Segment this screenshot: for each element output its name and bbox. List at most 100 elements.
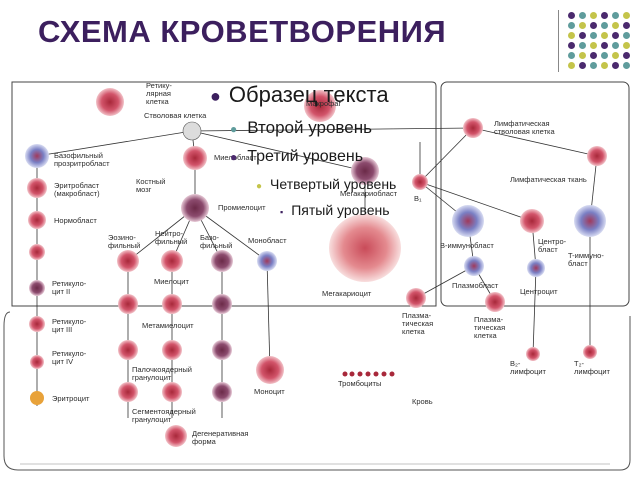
megakaryocyte-cell bbox=[329, 214, 401, 282]
label-reticulocyte3: Ретикуло-цит III bbox=[52, 317, 87, 334]
label-promyelocyte: Промиелоцит bbox=[218, 203, 266, 212]
neutrophilic-myelocyte-cell bbox=[161, 250, 183, 272]
decorative-dot bbox=[579, 42, 586, 49]
b1-cell bbox=[412, 174, 428, 190]
basophilic-myelocyte-cell bbox=[211, 250, 233, 272]
label-normoblast: Нормобласт bbox=[54, 216, 97, 225]
label-macrophage: Макрофаг bbox=[306, 99, 341, 108]
decorative-dot bbox=[590, 42, 597, 49]
decorative-dot bbox=[568, 42, 575, 49]
decorative-dot bbox=[601, 12, 608, 19]
label-t-immunoblast: T-иммуно-бласт bbox=[568, 251, 604, 268]
label-stem: Стволовая клетка bbox=[144, 111, 207, 120]
label-neutrophilic: Нейтро-фильный bbox=[155, 229, 187, 246]
decorative-dot bbox=[601, 52, 608, 59]
label-b-immunoblast: B-иммунобласт bbox=[440, 241, 494, 250]
label-myelocyte: Миелоцит bbox=[154, 277, 189, 286]
degenerative-cell bbox=[165, 425, 187, 447]
b-immunoblast-cell bbox=[452, 205, 484, 237]
basophilic-segmented-cell bbox=[212, 382, 232, 402]
basophilic-band-cell bbox=[212, 340, 232, 360]
normoblast-cell bbox=[28, 211, 46, 229]
label-reticulocyte4: Ретикуло-цит IV bbox=[52, 349, 87, 366]
decorative-dot bbox=[568, 52, 575, 59]
reticular-cell bbox=[96, 88, 124, 116]
plasma-cell-tissue bbox=[485, 292, 505, 312]
label-centroblast: Центро-бласт bbox=[538, 237, 567, 254]
decorative-dot bbox=[568, 22, 575, 29]
plasmoblast-cell bbox=[464, 256, 484, 276]
neutrophilic-segmented-cell bbox=[162, 382, 182, 402]
reticulocyte-4-cell bbox=[30, 355, 44, 369]
decorative-dot bbox=[623, 52, 630, 59]
label-centrocyte: Центроцит bbox=[520, 287, 558, 296]
label-t2-lymph: T₂-лимфоцит bbox=[574, 359, 611, 376]
bullet-level-4-text: Четвертый уровень bbox=[270, 176, 397, 192]
centroblast-cell bbox=[520, 209, 544, 233]
decorative-dot bbox=[579, 32, 586, 39]
label-lymph-tissue: Лимфатическая ткань bbox=[510, 175, 587, 184]
label-metamyelocyte: Метамиелоцит bbox=[142, 321, 194, 330]
decorative-dot bbox=[612, 62, 619, 69]
lymph-tissue-cell bbox=[587, 146, 607, 166]
decorative-dot bbox=[579, 62, 586, 69]
bullet-level-3: ●Третий уровень bbox=[230, 148, 363, 166]
erythrocyte-cell bbox=[30, 391, 44, 405]
t2-lymphocyte-cell bbox=[583, 345, 597, 359]
decorative-dot bbox=[590, 12, 597, 19]
bullet-level-2: ●Второй уровень bbox=[230, 118, 372, 138]
label-b2-lymph: B₂-лимфоцит bbox=[510, 359, 547, 376]
eosinophilic-band-cell bbox=[118, 340, 138, 360]
decorative-dot bbox=[601, 42, 608, 49]
label-monoblast: Монобласт bbox=[248, 236, 287, 245]
decorative-dot-grid bbox=[568, 12, 638, 74]
decorative-dot bbox=[568, 32, 575, 39]
label-platelets: Тромбоциты bbox=[338, 379, 381, 388]
label-eosinophilic: Эозино-фильный bbox=[108, 233, 140, 250]
decorative-dot bbox=[623, 62, 630, 69]
normoblast-late-cell bbox=[29, 244, 45, 260]
bullet-dot-icon: ● bbox=[230, 150, 238, 164]
neutrophilic-band-cell bbox=[162, 340, 182, 360]
reticulocyte-3-cell bbox=[29, 316, 45, 332]
promyelocyte-cell bbox=[181, 194, 209, 222]
myeloblast-cell bbox=[183, 146, 207, 170]
decorative-dot bbox=[623, 12, 630, 19]
slide-title: СХЕМА КРОВЕТВОРЕНИЯ bbox=[38, 14, 447, 49]
label-myeloblast: Миелобласт bbox=[214, 153, 257, 162]
decorative-dot bbox=[612, 32, 619, 39]
bullet-level-1-text: Образец текста bbox=[228, 82, 389, 107]
bullet-dot-icon: ● bbox=[256, 181, 263, 192]
bullet-dot-icon: ▪ bbox=[280, 207, 284, 217]
bullet-dot-icon: ● bbox=[210, 86, 221, 106]
eosinophilic-metamyelocyte-cell bbox=[118, 294, 138, 314]
decorative-dot bbox=[568, 12, 575, 19]
megakaryoblast-cell bbox=[351, 157, 379, 185]
decorative-dot bbox=[590, 52, 597, 59]
erythroblast-cell bbox=[27, 178, 47, 198]
bone-marrow-frame bbox=[11, 81, 437, 307]
decorative-dot bbox=[612, 52, 619, 59]
b2-lymphocyte-cell bbox=[526, 347, 540, 361]
label-blood: Кровь bbox=[412, 397, 433, 406]
bullet-dot-icon: ● bbox=[230, 122, 238, 136]
label-megakaryocyte: Мегакариоцит bbox=[322, 289, 372, 298]
centrocyte-cell bbox=[527, 259, 545, 277]
label-erythrocyte: Эритроцит bbox=[52, 394, 90, 403]
decorative-dot bbox=[623, 22, 630, 29]
decorative-dot bbox=[612, 42, 619, 49]
platelets-cluster bbox=[342, 371, 395, 377]
macrophage-cell bbox=[304, 90, 336, 122]
decorative-dot bbox=[590, 62, 597, 69]
decorative-dot bbox=[568, 62, 575, 69]
basophilic-proerythroblast-cell bbox=[25, 144, 49, 168]
decorative-dot bbox=[579, 52, 586, 59]
